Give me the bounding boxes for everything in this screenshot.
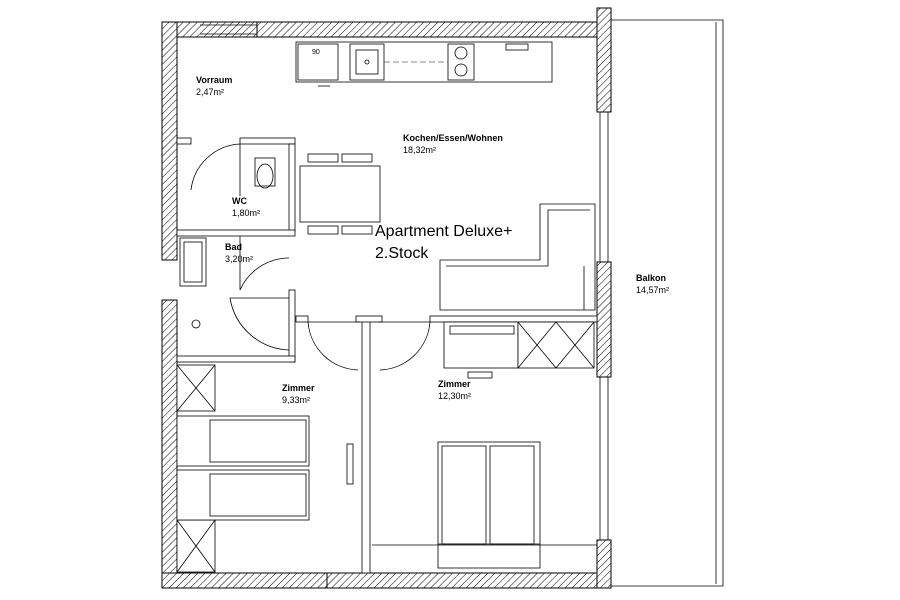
- door-shower: [229, 297, 290, 351]
- room-labels: Vorraum 2,47m² Kochen/Essen/Wohnen 18,32…: [196, 75, 669, 405]
- wall-left-lower: [161, 299, 178, 589]
- plan-subtitle: 2.Stock: [375, 245, 429, 262]
- wall-bottom-left: [161, 572, 328, 589]
- single-beds: [176, 415, 354, 521]
- room-area-balkon: 14,57m²: [636, 285, 669, 295]
- room-area-bad: 3,20m²: [225, 254, 253, 264]
- plan-title: Apartment Deluxe+: [375, 223, 512, 240]
- svg-text:90: 90: [312, 49, 320, 56]
- wall-top-right: [256, 21, 598, 38]
- room-name-zimmer-left: Zimmer: [282, 383, 315, 393]
- room-name-wc: WC: [232, 196, 247, 206]
- bath-fixtures: [179, 157, 276, 329]
- wall-left-upper: [161, 21, 178, 261]
- wardrobe-right: [443, 321, 595, 379]
- wardrobe-left: [176, 364, 216, 573]
- room-name-zimmer-right: Zimmer: [438, 379, 471, 389]
- wall-bottom-right: [326, 572, 612, 589]
- room-name-balkon: Balkon: [636, 273, 666, 283]
- kitchen-counter: 90: [295, 41, 553, 87]
- room-name-bad: Bad: [225, 242, 242, 252]
- doors: [190, 143, 431, 371]
- wall-right-bottom: [596, 539, 612, 589]
- door-bad: [239, 236, 290, 291]
- room-name-vorraum: Vorraum: [196, 75, 232, 85]
- door-zimmer-left: [307, 321, 360, 371]
- door-zimmer-right: [378, 321, 431, 371]
- room-area-zimmer-left: 9,33m²: [282, 395, 310, 405]
- double-bed: [372, 441, 597, 569]
- room-area-zimmer-right: 12,30m²: [438, 391, 471, 401]
- dining-table: [299, 153, 381, 235]
- room-area-wc: 1,80m²: [232, 208, 260, 218]
- wall-right-mid: [596, 261, 612, 378]
- balcony-outline: [611, 19, 724, 587]
- sofa: [439, 203, 596, 311]
- wall-right-top: [596, 7, 612, 113]
- room-name-kochen: Kochen/Essen/Wohnen: [403, 133, 503, 143]
- room-area-kochen: 18,32m²: [403, 145, 436, 155]
- room-area-vorraum: 2,47m²: [196, 87, 224, 97]
- door-wc: [190, 143, 241, 196]
